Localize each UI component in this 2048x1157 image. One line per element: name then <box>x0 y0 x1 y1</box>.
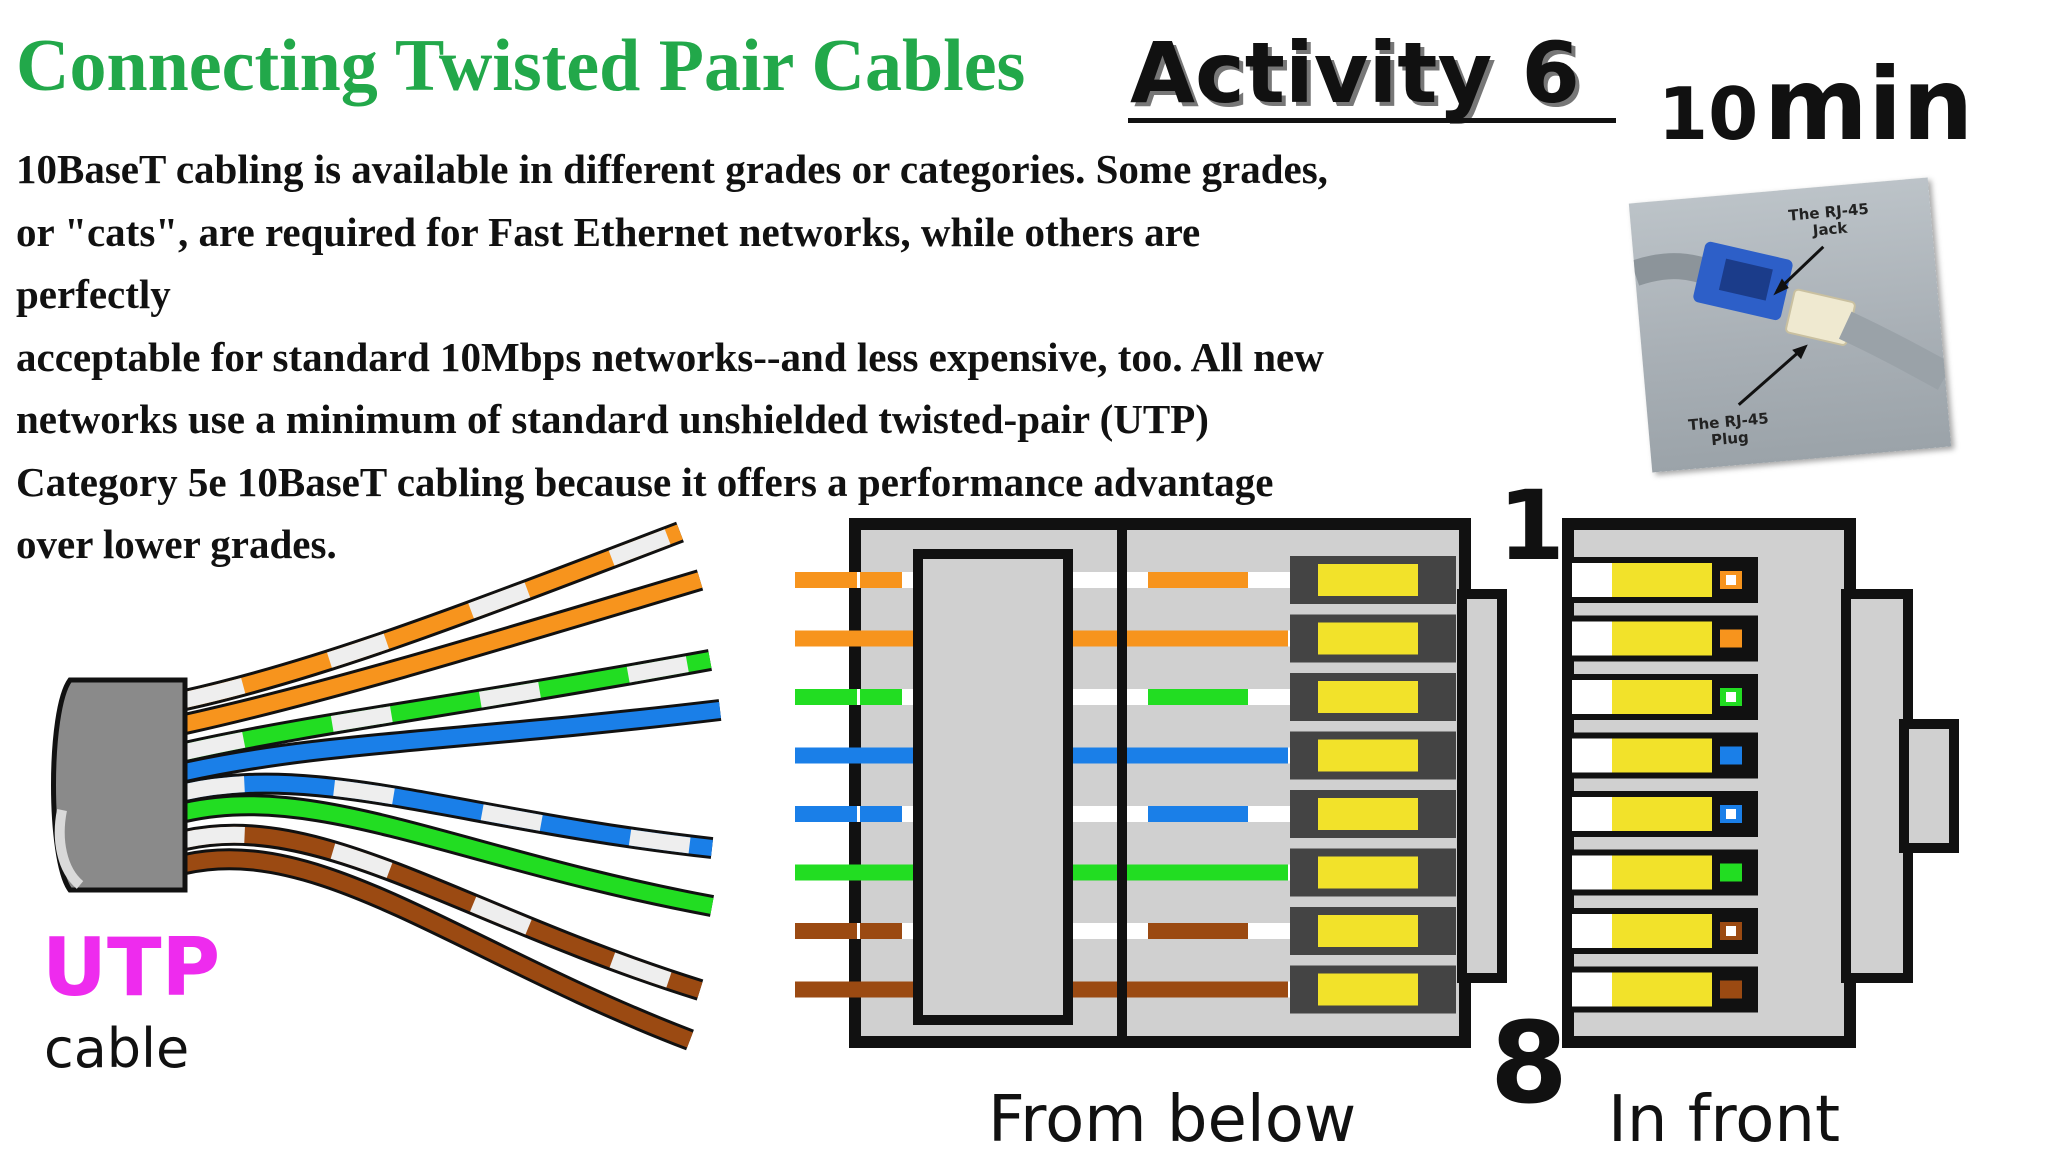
description-text: 10BaseT cabling is available in differen… <box>16 138 1496 576</box>
utp-wire-bundle <box>182 521 722 1051</box>
below-contact <box>1318 681 1418 713</box>
below-wire-stub <box>795 864 857 881</box>
activity-heading: Activity 6 <box>1130 24 1580 122</box>
front-pin-color <box>1720 980 1742 999</box>
in-front-caption: In front <box>1608 1083 1841 1157</box>
front-connector-body <box>1562 518 1856 1048</box>
front-connector-tab <box>1841 589 1913 983</box>
utp-wire-stripe <box>183 775 713 856</box>
description-line: or "cats", are required for Fast Etherne… <box>16 208 1201 255</box>
below-wire-stub <box>795 572 857 588</box>
photo-cable-right <box>1838 311 1952 390</box>
below-wire-stripe <box>860 806 902 822</box>
utp-wire-stripe <box>183 652 712 760</box>
below-wire <box>857 747 927 764</box>
front-pin-contact <box>1612 914 1722 948</box>
below-contact <box>1318 973 1418 1006</box>
below-contact <box>1318 622 1418 655</box>
page-title: Connecting Twisted Pair Cables <box>16 25 1026 107</box>
connector-in-front <box>1562 518 1959 1048</box>
activity-underline <box>1128 118 1616 123</box>
below-contact <box>1318 564 1418 596</box>
front-pin-color <box>1720 746 1742 765</box>
front-pin-contact <box>1612 972 1722 1007</box>
below-wire <box>857 981 927 998</box>
below-wire-stripe <box>1148 923 1248 939</box>
front-pin-color <box>1720 863 1742 882</box>
utp-wire-stripe <box>183 524 683 708</box>
front-pin-stripe <box>1726 692 1736 702</box>
below-contact <box>1318 915 1418 947</box>
utp-wire <box>183 702 721 780</box>
description-line: 10BaseT cabling is available in differen… <box>16 146 1328 192</box>
utp-wire <box>183 797 714 914</box>
below-wire-stub <box>795 689 857 705</box>
below-wire <box>1072 981 1288 998</box>
below-wire <box>1072 747 1288 764</box>
below-wire <box>1072 630 1288 647</box>
rj45-photo: The RJ-45 Jack The RJ-45 Plug <box>1628 177 1952 473</box>
below-contact <box>1318 798 1418 830</box>
below-wire-stripe <box>1148 572 1248 588</box>
utp-cable-jacket <box>51 677 188 893</box>
below-connector-tab <box>1457 589 1507 983</box>
front-pin-contact <box>1612 563 1722 597</box>
below-contact <box>1318 856 1418 889</box>
below-wire-stub <box>795 630 857 647</box>
below-wire-stripe <box>860 923 902 939</box>
description-line: perfectly <box>16 271 171 317</box>
front-pin-stripe <box>1726 926 1736 936</box>
front-pin-contact <box>1612 621 1722 656</box>
front-pin-contact <box>1612 797 1722 831</box>
photo-plug-arrow <box>1737 347 1804 406</box>
below-wire <box>857 630 927 647</box>
utp-wire-stripe <box>183 826 703 998</box>
photo-jack-port <box>1718 258 1773 301</box>
below-wire <box>857 864 927 881</box>
below-wire-stripe <box>860 572 902 588</box>
description-line: acceptable for standard 10Mbps networks-… <box>16 333 1324 380</box>
front-pin-contact <box>1612 855 1722 890</box>
front-pin-rows <box>1562 557 1758 1013</box>
from-below-caption: From below <box>988 1083 1357 1157</box>
utp-label: UTP <box>42 921 221 1014</box>
duration: 10 min <box>1658 46 1973 163</box>
below-wire-stub <box>795 806 857 822</box>
description-line: Category 5e 10BaseT cabling because it o… <box>16 458 1274 505</box>
photo-plug-arrowhead <box>1792 344 1808 360</box>
below-wire-stripe <box>1148 689 1248 705</box>
duration-number: 10 <box>1658 72 1759 156</box>
below-wire-stripe <box>1148 806 1248 822</box>
photo-jack-arrowhead <box>1773 278 1789 296</box>
utp-wire <box>183 851 693 1048</box>
description-line: over lower grades. <box>16 521 337 567</box>
below-contact <box>1318 739 1418 772</box>
front-pin-stripe <box>1726 575 1736 585</box>
description-line: networks use a minimum of standard unshi… <box>16 396 1209 442</box>
connector-from-below <box>795 518 1507 1048</box>
front-pin-color <box>1720 629 1742 648</box>
below-wire-stripe <box>860 689 902 705</box>
pin-8-label: 8 <box>1490 999 1568 1129</box>
below-wire-stub <box>795 981 857 998</box>
cable-label: cable <box>44 1017 190 1080</box>
below-wire <box>1072 864 1288 881</box>
utp-cable-highlight <box>54 809 84 889</box>
front-connector-latch <box>1899 719 1959 853</box>
rj45-photo-illustration <box>1630 241 1952 406</box>
pin-1-label: 1 <box>1498 470 1565 582</box>
utp-wire <box>183 572 703 732</box>
below-wire-stub <box>795 747 857 764</box>
front-pin-contact <box>1612 738 1722 773</box>
below-wire-stub <box>795 923 857 939</box>
below-strain-relief <box>913 549 1073 1025</box>
front-pin-contact <box>1612 680 1722 714</box>
front-pin-stripe <box>1726 809 1736 819</box>
duration-unit: min <box>1763 46 1974 163</box>
